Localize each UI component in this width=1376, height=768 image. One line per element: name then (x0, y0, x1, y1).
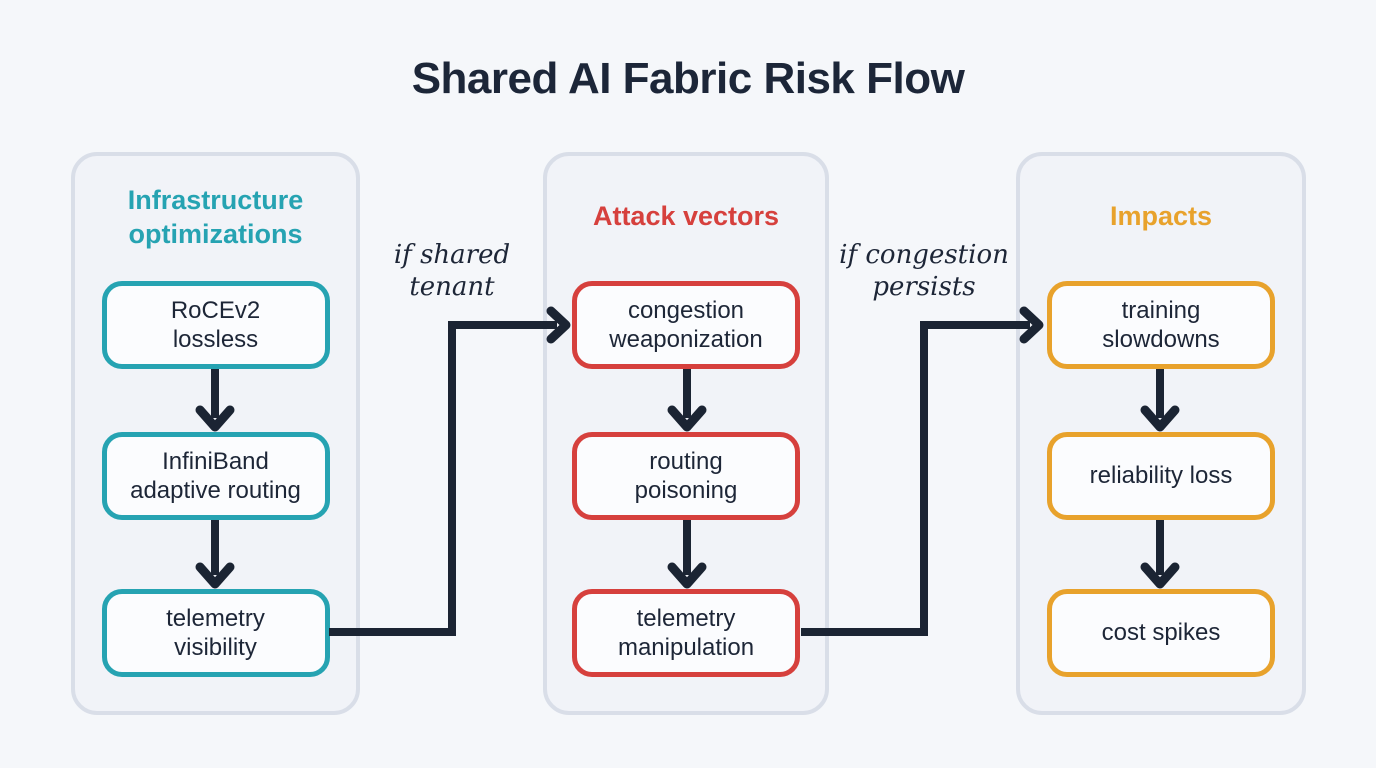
column-impacts: Impacts training slowdowns reliability l… (1016, 152, 1306, 715)
node-congestion-weaponization: congestion weaponization (572, 281, 800, 369)
condition-label-if-shared-tenant: if shared tenant (393, 240, 511, 302)
node-training-slowdowns: training slowdowns (1047, 281, 1275, 369)
node-routing-poisoning: routing poisoning (572, 432, 800, 520)
node-rocev2-lossless: RoCEv2 lossless (101, 281, 330, 369)
node-cost-spikes: cost spikes (1047, 589, 1275, 677)
node-telemetry-manipulation: telemetry manipulation (572, 589, 800, 677)
column-header-infrastructure: Infrastructure optimizations (127, 185, 304, 249)
connector-if-shared-tenant (329, 306, 571, 636)
condition-label-if-congestion-persists: if congestion persists (839, 240, 1009, 302)
column-infrastructure-optimizations: Infrastructure optimizations RoCEv2 loss… (71, 152, 360, 715)
node-reliability-loss: reliability loss (1047, 432, 1275, 520)
node-infiniband-adaptive-routing: InfiniBand adaptive routing (101, 432, 330, 520)
page-title: Shared AI Fabric Risk Flow (411, 54, 965, 103)
column-header-impacts: Impacts (1109, 201, 1213, 231)
connector-if-congestion-persists (801, 306, 1044, 636)
node-telemetry-visibility: telemetry visibility (101, 589, 330, 677)
column-header-attack-vectors: Attack vectors (592, 201, 780, 231)
column-attack-vectors: Attack vectors congestion weaponization … (543, 152, 829, 715)
